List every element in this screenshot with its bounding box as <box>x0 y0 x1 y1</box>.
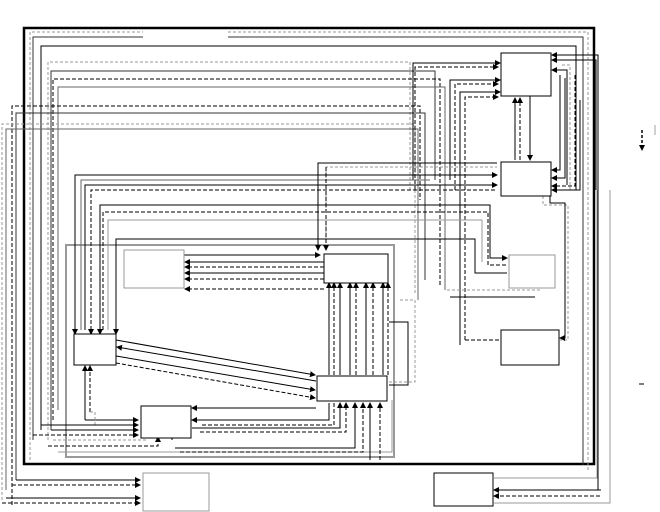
connector <box>200 403 335 426</box>
connector <box>389 299 416 383</box>
connector <box>175 402 358 449</box>
connector <box>48 436 161 447</box>
connector <box>115 362 316 401</box>
connector <box>180 402 366 453</box>
connector <box>58 400 393 453</box>
connector <box>459 89 501 345</box>
connector <box>560 64 571 190</box>
block-i[interactable] <box>140 405 192 439</box>
subsystem-boundary <box>65 244 395 458</box>
nodes <box>73 52 560 512</box>
system-boundary <box>22 26 596 466</box>
connector <box>107 219 483 330</box>
connector <box>40 45 577 430</box>
connector <box>102 211 507 330</box>
connector <box>228 31 589 470</box>
block-a[interactable] <box>500 52 552 97</box>
connector <box>32 36 143 440</box>
block-e[interactable] <box>123 249 185 289</box>
connector <box>200 402 349 433</box>
connector <box>389 321 409 386</box>
connector <box>549 196 566 341</box>
connector <box>551 100 581 193</box>
connector <box>15 112 426 480</box>
connector <box>325 166 497 248</box>
connector <box>5 128 419 490</box>
connector <box>84 182 498 330</box>
block-b[interactable] <box>500 161 552 197</box>
block-c[interactable] <box>508 254 556 289</box>
connector <box>74 172 498 330</box>
connector <box>115 339 316 378</box>
connector <box>454 81 499 190</box>
connector <box>551 52 599 490</box>
connector <box>90 411 138 426</box>
connector <box>99 204 508 330</box>
connector <box>551 75 576 189</box>
connector <box>551 67 568 185</box>
connector <box>449 77 501 180</box>
connector <box>551 78 566 181</box>
block-j[interactable] <box>142 472 210 512</box>
connector <box>542 196 569 341</box>
connector <box>464 94 499 340</box>
connector <box>551 75 561 173</box>
connector <box>494 190 598 479</box>
connector <box>191 403 330 423</box>
connector <box>115 355 316 393</box>
connector <box>50 70 436 430</box>
connector <box>57 86 446 410</box>
connector <box>228 36 584 465</box>
connector <box>551 57 597 190</box>
connector-lines <box>1 31 611 506</box>
connector <box>90 189 497 330</box>
connector <box>52 78 441 420</box>
legend <box>639 125 656 385</box>
connector <box>29 31 143 460</box>
block-h[interactable] <box>316 375 388 402</box>
connector <box>11 105 421 505</box>
block-f[interactable] <box>323 253 389 284</box>
connector <box>412 60 501 180</box>
connector <box>192 402 343 429</box>
connector <box>414 64 499 190</box>
connector <box>115 238 507 330</box>
connector <box>80 179 430 330</box>
block-g[interactable] <box>73 333 117 366</box>
connector <box>494 190 611 504</box>
connector <box>1 123 416 500</box>
connector <box>116 344 317 382</box>
block-d[interactable] <box>500 329 560 366</box>
block-k[interactable] <box>433 472 494 507</box>
